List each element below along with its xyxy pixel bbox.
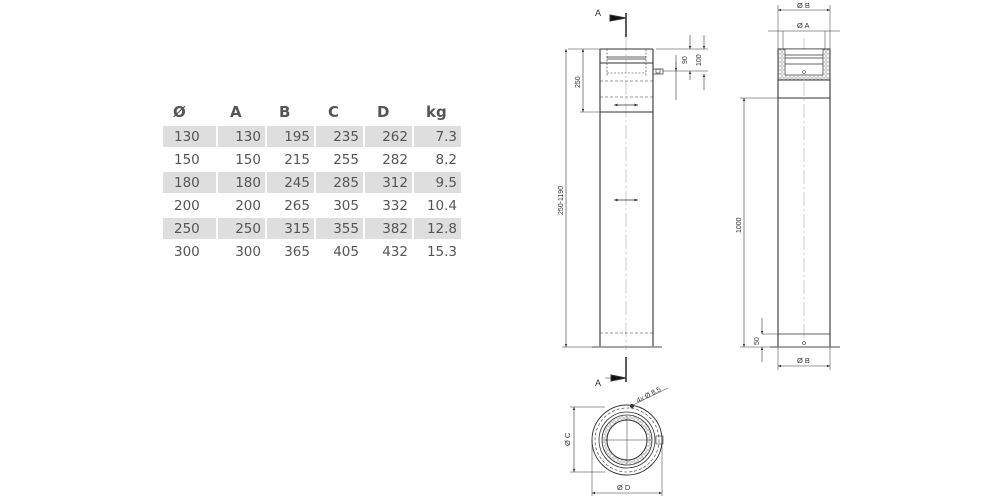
- cell-diameter: 130: [163, 126, 216, 147]
- side-view: [562, 13, 708, 382]
- table-row: 180 180 245 285 312 9.5: [163, 172, 461, 193]
- dim-d-label: Ø D: [617, 483, 631, 492]
- table-row: 130 130 195 235 262 7.3: [163, 126, 461, 147]
- holes-label: 4x Ø 8,5: [636, 386, 663, 405]
- cell-d: 332: [382, 197, 408, 214]
- front-view: [740, 5, 840, 370]
- cell-kg: 8.2: [435, 151, 457, 168]
- cell-c: 255: [333, 151, 359, 168]
- cell-kg: 9.5: [414, 172, 461, 193]
- cell-c: 235: [316, 126, 363, 147]
- cell-diameter: 180: [163, 172, 216, 193]
- dim-50-label: 50: [754, 337, 761, 345]
- dim-100-label: 100: [696, 54, 703, 66]
- section-label-bottom: A: [595, 378, 601, 388]
- table-row: 300 300 365 405 432 15.3: [163, 241, 461, 262]
- dim-inner-label: Ø A: [797, 21, 810, 30]
- cell-b: 215: [284, 151, 310, 168]
- cell-diameter: 150: [174, 151, 200, 168]
- cell-a: 250: [218, 218, 265, 239]
- cell-c: 305: [333, 197, 359, 214]
- cell-diameter: 250: [163, 218, 216, 239]
- cell-kg: 15.3: [426, 243, 457, 260]
- plan-view: [570, 387, 669, 496]
- cell-b: 315: [267, 218, 314, 239]
- dim-top-label: 250: [575, 76, 582, 88]
- col-header-b: B: [279, 103, 291, 121]
- cell-a: 200: [235, 197, 261, 214]
- table-row: 150 150 215 255 282 8.2: [163, 149, 461, 170]
- cell-a: 300: [235, 243, 261, 260]
- dim-1000-label: 1000: [736, 217, 743, 233]
- table-row: 250 250 315 355 382 12.8: [163, 218, 461, 239]
- dim-outer-bottom-label: Ø B: [797, 356, 810, 365]
- cell-b: 265: [284, 197, 310, 214]
- dim-outer-top-label: Ø B: [797, 1, 810, 10]
- cell-d: 282: [382, 151, 408, 168]
- cell-a: 180: [218, 172, 265, 193]
- section-label-top: A: [595, 8, 601, 18]
- cell-kg: 7.3: [414, 126, 461, 147]
- cell-a: 130: [218, 126, 265, 147]
- cell-a: 150: [235, 151, 261, 168]
- cell-diameter: 300: [174, 243, 200, 260]
- table-header-row: Ø A B C D kg: [163, 102, 461, 124]
- dim-length-label: 250-1190: [558, 186, 565, 215]
- cell-b: 195: [267, 126, 314, 147]
- cell-d: 382: [365, 218, 412, 239]
- cell-b: 245: [267, 172, 314, 193]
- cell-c: 405: [333, 243, 359, 260]
- cell-d: 262: [365, 126, 412, 147]
- cell-c: 355: [316, 218, 363, 239]
- cell-d: 312: [365, 172, 412, 193]
- col-header-kg: kg: [426, 103, 447, 121]
- col-header-d: D: [377, 103, 390, 121]
- col-header-diameter: Ø: [173, 103, 186, 121]
- cell-b: 365: [284, 243, 310, 260]
- table-row: 200 200 265 305 332 10.4: [163, 195, 461, 216]
- dim-90-label: 90: [682, 56, 689, 64]
- cell-kg: 10.4: [426, 197, 457, 214]
- cell-kg: 12.8: [414, 218, 461, 239]
- dimension-table: Ø A B C D kg 130 130 195 235 262 7.3 150…: [161, 100, 463, 264]
- dim-c-label: Ø C: [563, 432, 572, 446]
- cell-c: 285: [316, 172, 363, 193]
- cell-d: 432: [382, 243, 408, 260]
- col-header-c: C: [328, 103, 340, 121]
- col-header-a: A: [230, 103, 242, 121]
- cell-diameter: 200: [174, 197, 200, 214]
